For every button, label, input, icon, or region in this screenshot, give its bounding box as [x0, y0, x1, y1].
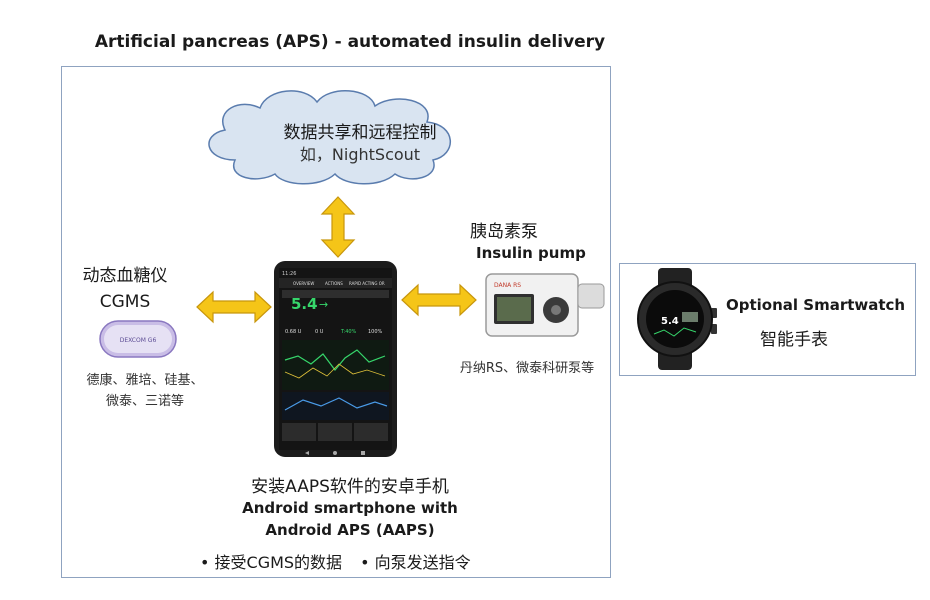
cgms-brands: 德康、雅培、硅基、 微泰、三诺等: [70, 370, 220, 412]
cgms-brands-line2: 微泰、三诺等: [105, 394, 184, 409]
phone-trend-arrow: →: [319, 298, 328, 311]
pump-device-image: DANA RS: [485, 273, 605, 337]
cloud-subtitle: 如，NightScout: [299, 145, 421, 164]
aps-system-box: [61, 66, 611, 578]
cgms-device-text: DEXCOM G6: [120, 337, 157, 344]
cgms-phone-arrow: [196, 290, 272, 324]
diagram-title: Artificial pancreas (APS) - automated in…: [94, 32, 606, 52]
phone-functions: • 接受CGMS的数据 • 向泵发送指令: [200, 549, 540, 573]
pump-device-text: DANA RS: [494, 282, 521, 289]
pump-label-cn: 胰岛素泵: [470, 222, 538, 242]
svg-text:ACTIONS: ACTIONS: [325, 281, 343, 286]
svg-text:0.68 U: 0.68 U: [285, 329, 302, 335]
watch-face-value: 5.4: [661, 316, 679, 327]
vertical-arrow: [320, 196, 356, 258]
cgms-label-cn: 动态血糖仪: [82, 266, 168, 286]
cloud-shape: [208, 89, 451, 185]
phone-label-en-line2: Android APS (AAPS): [265, 521, 435, 539]
phone-pump-arrow: [401, 283, 477, 317]
svg-text:100%: 100%: [368, 329, 383, 335]
phone-label-cn: 安装AAPS软件的安卓手机: [251, 477, 449, 497]
cgms-device-image: DEXCOM G6: [99, 320, 177, 358]
android-phone-image: 11:26 OVERVIEW ACTIONS RAPID ACTING OR 5…: [274, 261, 397, 457]
function-send-pump-commands: • 向泵发送指令: [360, 553, 471, 572]
pump-label-en: Insulin pump: [476, 244, 586, 262]
cgms-brands-line1: 德康、雅培、硅基、: [86, 373, 204, 388]
svg-text:OVERVIEW: OVERVIEW: [293, 281, 314, 286]
watch-label-en: Optional Smartwatch: [726, 296, 906, 314]
phone-label-en-line1: Android smartphone with: [242, 499, 458, 517]
smartwatch-box: [619, 263, 916, 376]
watch-label-cn: 智能手表: [760, 330, 828, 350]
function-receive-cgms: • 接受CGMS的数据: [200, 553, 343, 572]
svg-text:T:40%: T:40%: [340, 329, 357, 335]
svg-text:11:26: 11:26: [282, 271, 296, 277]
cloud-title: 数据共享和远程控制: [283, 123, 437, 143]
smartwatch-image: 5.4: [637, 268, 717, 370]
svg-text:RAPID ACTING OR: RAPID ACTING OR: [349, 281, 385, 286]
svg-text:0 U: 0 U: [315, 329, 324, 335]
cgms-label-en: CGMS: [99, 292, 151, 312]
phone-bg-value: 5.4: [291, 295, 318, 313]
pump-brands: 丹纳RS、微泰科研泵等: [459, 361, 595, 376]
